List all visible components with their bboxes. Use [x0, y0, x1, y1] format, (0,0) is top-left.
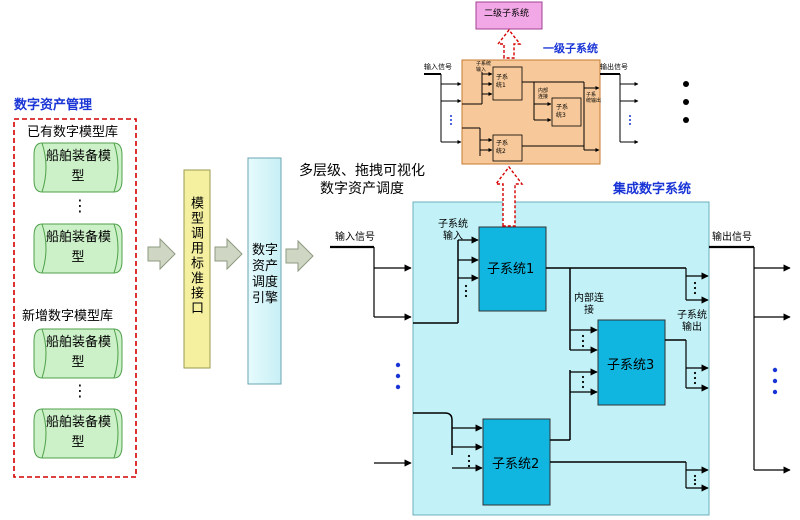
- model-cylinder-3-label: 船舶装备模 型: [46, 333, 112, 373]
- level1-sub3-l2: 统3: [556, 112, 566, 119]
- subsystem-1-label: 子系统1: [487, 262, 535, 277]
- model-cylinder-3: [33, 328, 123, 379]
- level1-sub2: [492, 134, 523, 162]
- model-cylinder-2-label: 船舶装备模 型: [46, 228, 112, 268]
- level1-sub2-l2: 统2: [496, 148, 506, 155]
- sub-output-line1: 子系统: [677, 310, 707, 321]
- level1-sub1: [492, 66, 523, 101]
- sub-input-line1: 子系统: [438, 219, 468, 230]
- internal-line1: 内部连: [574, 293, 604, 304]
- zoom-connector-upper: [496, 28, 522, 59]
- model-label-line1: 船舶装备模: [46, 149, 112, 164]
- engine-label: 数字 资产 调度 引擎: [251, 243, 279, 307]
- model-label-line1: 船舶装备模: [46, 230, 112, 245]
- interface-label: 模型调用标准接口: [188, 196, 203, 316]
- model-label-line2: 型: [71, 435, 85, 450]
- internal-line2: 接: [584, 305, 594, 316]
- existing-lib-label: 已有数字模型库: [27, 125, 119, 140]
- sub-output-label: 子系统 输出: [677, 310, 707, 334]
- level1-sub3-l1: 子系: [556, 104, 569, 111]
- integrated-title: 集成数字系统: [613, 182, 692, 197]
- model-cylinder-1-label: 船舶装备模 型: [46, 147, 112, 187]
- output-ellipsis: [772, 367, 778, 395]
- subsystem-1-block: [478, 226, 547, 312]
- model-label-line2: 型: [71, 169, 85, 184]
- level1-title: 一级子系统: [543, 42, 598, 55]
- model-cylinder-4: [33, 408, 123, 459]
- subsystem-3-block: [597, 319, 666, 406]
- level1-sub1-l1: 子系: [496, 74, 509, 81]
- input-ellipsis: [395, 362, 401, 390]
- asset-mgmt-title: 数字资产管理: [14, 98, 93, 113]
- subsystem-3-label: 子系统3: [607, 358, 655, 373]
- dispatch-caption: 多层级、拖拽可视化 数字资产调度: [292, 162, 432, 198]
- level1-sub-input: 子系统 输入: [476, 61, 492, 73]
- model-cylinder-2: [33, 223, 123, 274]
- engine-line1: 数字: [251, 243, 278, 258]
- dispatch-caption-line1: 多层级、拖拽可视化: [299, 163, 425, 179]
- model-label-line1: 船舶装备模: [46, 335, 112, 350]
- engine-line2: 资产: [251, 259, 278, 274]
- level1-output: 输出信号: [600, 63, 628, 71]
- flow-arrow-2: [214, 237, 243, 271]
- engine-line4: 引擎: [251, 291, 278, 306]
- asset-mgmt-frame: [13, 118, 137, 478]
- level1-input: 输入信号: [424, 63, 452, 71]
- zoom-connector-lower: [494, 165, 524, 227]
- model-cylinder-4-label: 船舶装备模 型: [46, 413, 112, 453]
- engine-line3: 调度: [251, 275, 278, 290]
- interface-bar: [183, 169, 211, 369]
- new-lib-ellipsis: ⋮: [72, 381, 88, 400]
- new-lib-label: 新增数字模型库: [22, 309, 114, 324]
- sub-input-line2: 输入: [443, 231, 463, 242]
- model-label-line2: 型: [71, 355, 85, 370]
- model-label-line2: 型: [71, 250, 85, 265]
- subsystem-2-block: [482, 418, 551, 506]
- level1-sub1-label: 子系 统1: [496, 74, 508, 90]
- model-cylinder-1: [33, 142, 123, 193]
- sub-output-line2: 输出: [682, 322, 702, 333]
- level1-sub-output: 子系 统输出: [586, 92, 602, 104]
- subsystem-2-label: 子系统2: [492, 457, 540, 472]
- engine-bar: [247, 157, 282, 385]
- integrated-input: 输入信号: [335, 232, 375, 243]
- level1-sub1-l2: 统1: [496, 82, 506, 89]
- model-label-line1: 船舶装备模: [46, 415, 112, 430]
- flow-arrow-3: [285, 239, 314, 273]
- level1-sub2-label: 子系 统2: [496, 140, 508, 156]
- integrated-output: 输出信号: [712, 232, 752, 243]
- level1-sub2-l1: 子系: [496, 140, 509, 147]
- existing-lib-ellipsis: ⋮: [72, 196, 88, 215]
- dispatch-caption-line2: 数字资产调度: [320, 181, 404, 197]
- level1-sub3-label: 子系 统3: [556, 104, 568, 120]
- level1-ellipsis: [683, 81, 689, 123]
- level1-sub3: [551, 97, 582, 127]
- level2-label: 二级子系统: [484, 9, 530, 19]
- flow-arrow-1: [147, 237, 176, 271]
- sub-input-label: 子系统 输入: [438, 219, 468, 243]
- internal-label: 内部连 接: [574, 293, 604, 317]
- level1-internal: 内部 连接: [538, 88, 549, 100]
